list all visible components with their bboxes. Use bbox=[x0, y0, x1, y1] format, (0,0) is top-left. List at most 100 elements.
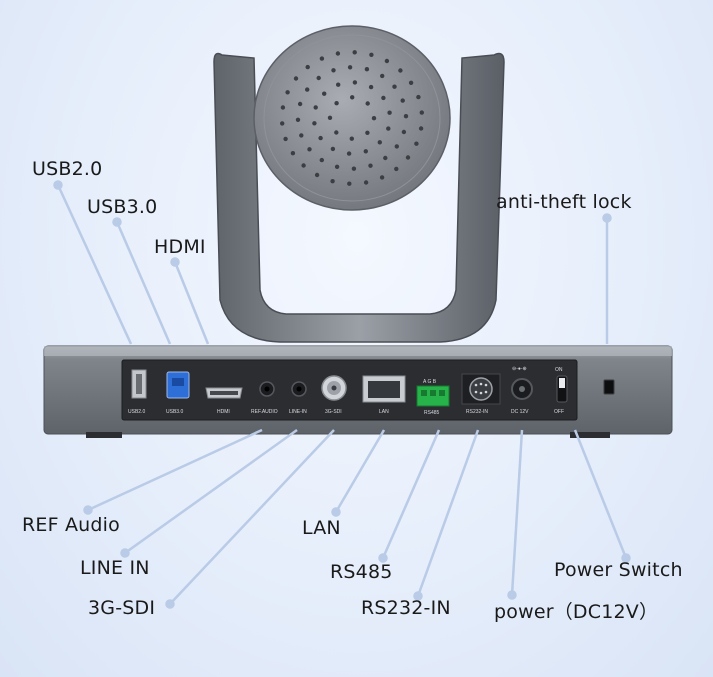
speaker-hole bbox=[365, 101, 370, 106]
panel-label-rs485-pins: A G B bbox=[423, 379, 437, 385]
speaker-hole bbox=[295, 117, 301, 123]
speaker-hole bbox=[347, 181, 352, 186]
callout-usb20: USB2.0 bbox=[32, 158, 103, 180]
speaker-hole bbox=[365, 130, 370, 135]
speaker-hole bbox=[394, 144, 399, 149]
speaker-hole bbox=[403, 114, 409, 119]
speaker-hole bbox=[290, 151, 296, 156]
speaker-hole bbox=[383, 155, 388, 161]
speaker-hole bbox=[283, 136, 288, 142]
callout-lan: LAN bbox=[302, 517, 341, 539]
callout-hdmi: HDMI bbox=[154, 236, 206, 258]
speaker-hole bbox=[352, 80, 358, 85]
io-panel bbox=[121, 359, 578, 421]
speaker-hole bbox=[346, 151, 352, 156]
speaker-hole bbox=[369, 52, 374, 57]
speaker-hole bbox=[280, 121, 285, 126]
callout-anti-theft-lock: anti-theft lock bbox=[496, 191, 632, 213]
speaker-hole bbox=[416, 94, 421, 100]
camera-head bbox=[253, 25, 451, 211]
speaker-hole bbox=[349, 136, 354, 141]
panel-label-dc: DC 12V bbox=[511, 409, 529, 415]
speaker-hole bbox=[334, 164, 340, 169]
speaker-hole bbox=[301, 163, 306, 168]
callout-3g-sdi: 3G-SDI bbox=[88, 597, 156, 619]
panel-label-usb20: USB2.0 bbox=[128, 409, 145, 415]
panel-label-sdi: 3G-SDI bbox=[325, 409, 342, 415]
speaker-hole bbox=[398, 68, 403, 73]
panel-label-hdmi: HDMI bbox=[217, 409, 230, 415]
speaker-hole bbox=[394, 166, 399, 172]
panel-label-line-in: LINE-IN bbox=[289, 409, 307, 415]
speaker-hole bbox=[386, 126, 391, 131]
speaker-hole bbox=[381, 95, 386, 101]
speaker-hole bbox=[364, 67, 370, 72]
speaker-hole bbox=[400, 98, 405, 103]
callout-rs232-in: RS232-IN bbox=[361, 597, 451, 619]
speaker-hole bbox=[305, 87, 310, 92]
speaker-hole bbox=[379, 175, 385, 180]
panel-label-usb30: USB3.0 bbox=[166, 409, 183, 415]
speaker-hole bbox=[314, 172, 320, 178]
speaker-hole bbox=[330, 146, 336, 152]
speaker-hole bbox=[331, 68, 336, 73]
panel-label-switch-off: OFF bbox=[554, 409, 564, 415]
speaker-hole bbox=[335, 51, 341, 56]
speaker-hole bbox=[299, 133, 304, 138]
speaker-hole bbox=[336, 82, 341, 87]
speaker-grille bbox=[280, 50, 424, 186]
speaker-hole bbox=[405, 155, 411, 160]
speaker-hole bbox=[297, 101, 303, 107]
callout-power: power（DC12V） bbox=[494, 601, 659, 623]
speaker-hole bbox=[351, 166, 357, 171]
panel-label-switch-on: ON bbox=[555, 367, 563, 373]
speaker-hole bbox=[318, 135, 323, 141]
panel-label-dc-symbol: ⊖-●-⊕ bbox=[512, 366, 527, 372]
speaker-hole bbox=[319, 157, 324, 163]
speaker-hole bbox=[316, 75, 321, 81]
panel-label-lan: LAN bbox=[379, 409, 389, 415]
speaker-hole bbox=[384, 58, 390, 64]
callout-line-in: LINE IN bbox=[80, 557, 150, 579]
callout-power-switch: Power Switch bbox=[554, 559, 683, 581]
speaker-hole bbox=[414, 141, 419, 146]
speaker-hole bbox=[371, 116, 377, 121]
speaker-hole bbox=[350, 95, 355, 100]
speaker-hole bbox=[307, 147, 312, 152]
speaker-hole bbox=[380, 73, 385, 79]
rs232-port bbox=[469, 377, 493, 401]
speaker-hole bbox=[352, 50, 357, 55]
speaker-hole bbox=[363, 180, 369, 185]
speaker-hole bbox=[368, 84, 374, 90]
speaker-hole bbox=[418, 126, 424, 131]
speaker-hole bbox=[285, 90, 290, 95]
speaker-hole bbox=[392, 84, 397, 89]
speaker-hole bbox=[305, 64, 310, 70]
panel-label-ref-audio: REF.AUDIO bbox=[251, 409, 278, 415]
speaker-hole bbox=[334, 101, 339, 106]
anti-theft-lock-slot bbox=[603, 379, 615, 395]
panel-label-rs485: RS485 bbox=[424, 410, 440, 416]
speaker-hole bbox=[313, 105, 318, 110]
speaker-hole bbox=[377, 140, 382, 145]
speaker-hole bbox=[419, 110, 424, 115]
speaker-hole bbox=[330, 179, 335, 184]
panel-label-rs232: RS232-IN bbox=[466, 409, 488, 415]
callout-usb30: USB3.0 bbox=[87, 196, 158, 218]
speaker-hole bbox=[322, 91, 327, 96]
speaker-hole bbox=[363, 149, 368, 154]
leader-lines bbox=[53, 180, 631, 609]
speaker-hole bbox=[401, 129, 407, 135]
speaker-hole bbox=[319, 56, 325, 61]
speaker-hole bbox=[387, 110, 392, 115]
speaker-hole bbox=[327, 115, 333, 121]
speaker-hole bbox=[347, 65, 353, 70]
speaker-hole bbox=[368, 163, 373, 168]
camera-arm bbox=[213, 52, 505, 343]
speaker-hole bbox=[312, 121, 317, 126]
speaker-hole bbox=[408, 80, 414, 86]
speaker-hole bbox=[293, 76, 299, 81]
callout-ref-audio: REF Audio bbox=[22, 514, 120, 536]
